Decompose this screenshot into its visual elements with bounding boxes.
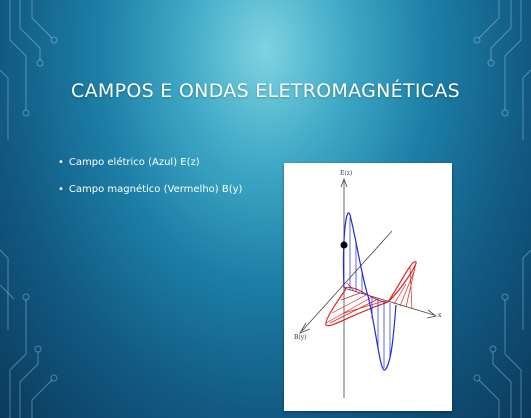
bullet-dot-icon: • [58,157,64,168]
y-axis-label: B(y) [294,334,307,341]
y-axis-arrow-icon [299,322,311,334]
y-axis [301,230,393,332]
bullet-item: • Campo magnético (Vermelho) B(y) [58,184,242,195]
electric-field-curve [342,212,397,371]
z-axis-label: E(z) [340,170,353,177]
bullet-text-electric: Campo elétrico (Azul) E(z) [68,157,200,168]
magnetic-field-curve [325,261,417,327]
em-wave-diagram [299,177,437,398]
bullet-text-magnetic: Campo magnético (Vermelho) B(y) [68,184,243,195]
z-axis-arrow-icon [340,177,348,188]
bullet-list: • Campo elétrico (Azul) E(z) • Campo mag… [58,157,242,211]
bullet-dot-icon: • [58,184,64,195]
slide-title: CAMPOS E ONDAS ELETROMAGNÉTICAS [71,80,460,102]
x-axis-label: x [438,312,442,319]
x-axis-arrow-icon [426,309,437,319]
em-wave-figure: E(z) x B(y) [284,163,452,411]
point-marker [340,241,348,249]
bullet-item: • Campo elétrico (Azul) E(z) [58,157,242,168]
